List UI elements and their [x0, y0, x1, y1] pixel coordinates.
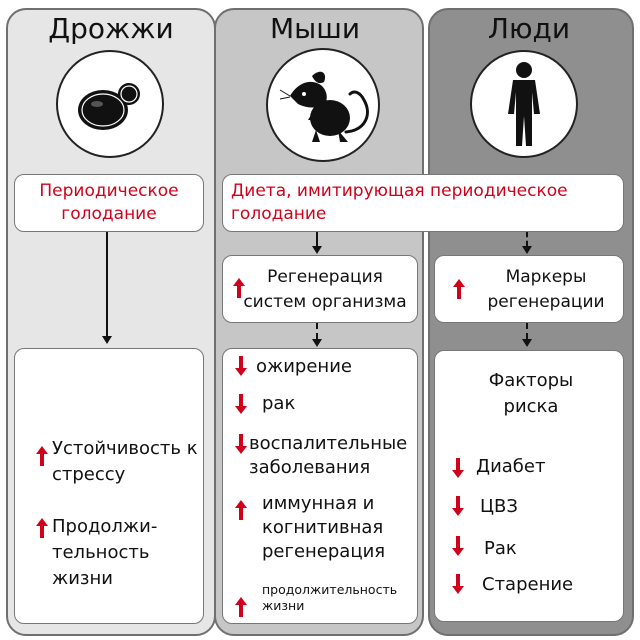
human-markers-label: Маркеры регенерации [487, 267, 605, 312]
human-risk-aging: Старение [482, 574, 574, 595]
mouse-circle [266, 48, 380, 162]
mice-intervention-box: Диета, имитирующая периодическое голодан… [222, 174, 624, 232]
human-risk-title: Факторы риска [488, 370, 574, 417]
up-arrow-icon [453, 279, 465, 299]
down-arrow-icon [452, 458, 464, 478]
human-circle [470, 50, 578, 158]
yeast-cell-icon [78, 83, 140, 130]
down-arrow-icon [235, 434, 247, 454]
human-risk-box [434, 350, 624, 622]
human-markers-box: Маркеры регенерации [434, 255, 624, 323]
down-arrow-icon [452, 496, 464, 516]
mice-regeneration-label: Регенерация систем организма [243, 267, 407, 312]
arrow-human-head-1 [522, 246, 532, 254]
human-risk-diabetes: Диабет [476, 456, 546, 477]
up-arrow-icon [233, 278, 245, 298]
down-arrow-icon [452, 536, 464, 556]
yeast-effect-lifespan: Продолжи-тельность жизни [52, 516, 158, 589]
human-risk-cvd: ЦВЗ [480, 496, 518, 517]
yeast-effects-box [14, 348, 204, 624]
up-arrow-icon [36, 446, 48, 466]
yeast-circle [56, 50, 164, 158]
arrow-human-line-2 [526, 323, 528, 339]
mice-effect-inflammation: воспалительные заболевания [249, 433, 408, 478]
arrow-mice-head-1 [312, 246, 322, 254]
arrow-human-line-1 [526, 232, 528, 246]
arrow-mice-line-2 [316, 323, 318, 339]
mice-effects-box [222, 348, 418, 624]
yeast-intervention-box: Периодическое голодание [14, 174, 204, 232]
up-arrow-icon [235, 597, 247, 617]
human-risk-cancer: Рак [484, 538, 517, 559]
title-mice: Мыши [269, 12, 361, 45]
down-arrow-icon [452, 574, 464, 594]
yeast-effect-stress: Устойчивость к стрессу [52, 438, 198, 485]
down-arrow-icon [235, 356, 247, 376]
arrow-mice-head-2 [312, 339, 322, 347]
up-arrow-icon [235, 500, 247, 520]
up-arrow-icon [36, 518, 48, 538]
arrow-yeast-head [102, 336, 112, 344]
mice-effect-cancer: рак [262, 393, 296, 414]
mouse-icon [279, 71, 369, 142]
title-humans: Люди [487, 12, 571, 45]
down-arrow-icon [235, 394, 247, 414]
title-yeast: Дрожжи [48, 12, 174, 45]
mice-effect-obesity: ожирение [256, 356, 352, 377]
mice-effect-lifespan: продолжительность жизни [262, 582, 398, 613]
arrow-yeast-line [106, 232, 108, 336]
mice-regeneration-box: Регенерация систем организма [222, 255, 418, 323]
mice-effect-regeneration: иммунная и когнитивная регенерация [262, 493, 386, 562]
arrow-human-head-2 [522, 339, 532, 347]
human-silhouette-icon [508, 62, 540, 146]
arrow-mice-line-1 [316, 232, 318, 246]
